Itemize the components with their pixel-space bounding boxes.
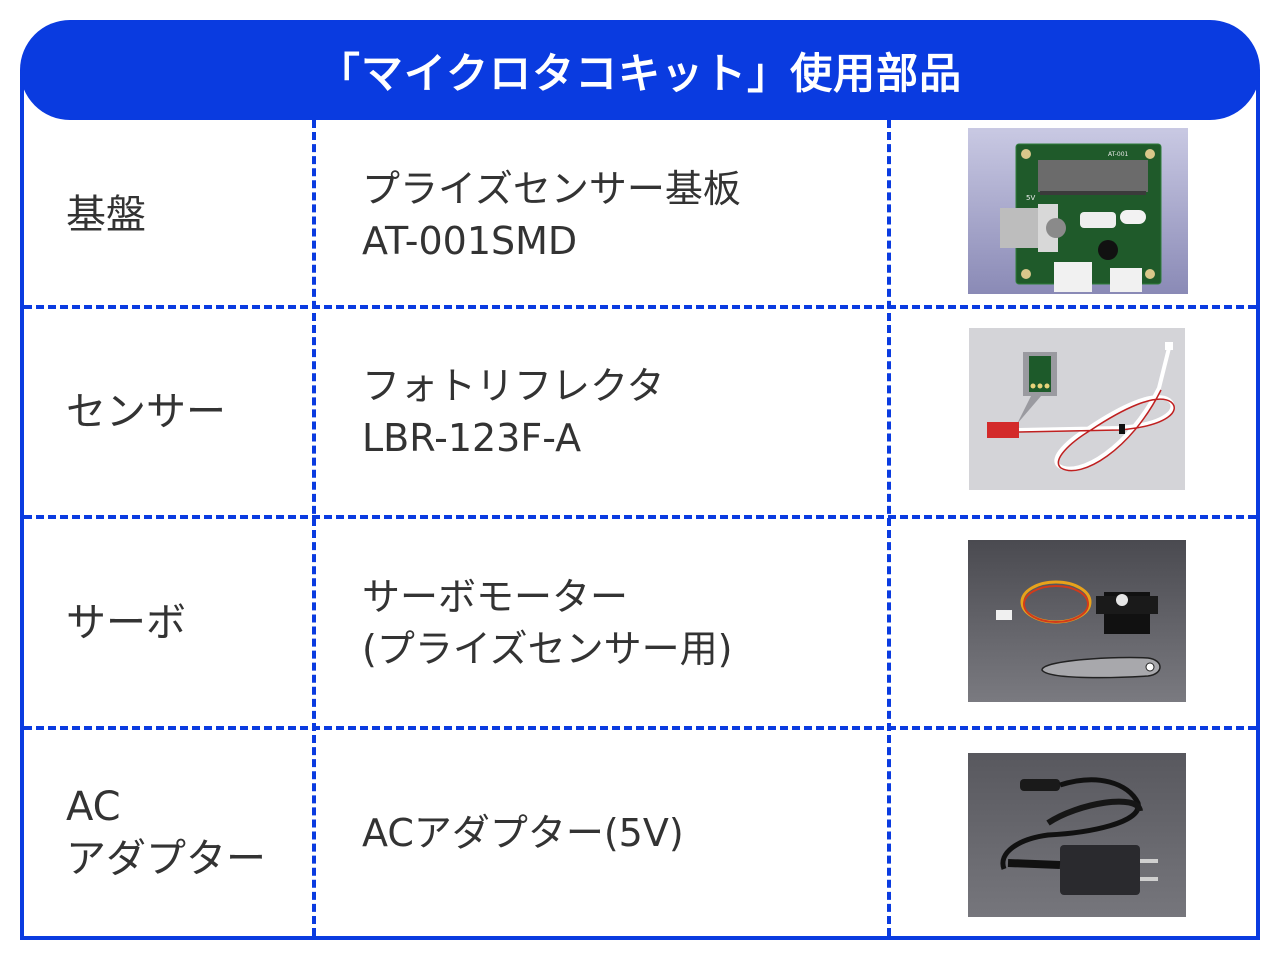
table-row-servo: サーボ xyxy=(24,519,312,726)
table-border xyxy=(20,70,1260,940)
description-cell: プライズセンサー基板 AT-001SMD xyxy=(316,124,887,305)
table-row-ac-adapter: AC アダプター xyxy=(24,730,312,936)
row-divider-3 xyxy=(24,726,1256,730)
svg-text:AT-001: AT-001 xyxy=(1108,151,1129,158)
row-divider-1 xyxy=(24,305,1256,309)
part-description: フォトリフレクタ LBR-123F-A xyxy=(362,364,665,460)
part-description: プライズセンサー基板 AT-001SMD xyxy=(362,166,741,263)
part-description: サーボモーター (プライズセンサー用) xyxy=(362,574,733,671)
column-divider-2 xyxy=(887,120,891,936)
description-cell: サーボモーター (プライズセンサー用) xyxy=(316,519,887,726)
table-row-sensor: センサー xyxy=(24,309,312,515)
pcb-board-photo: AT-001 5V xyxy=(968,128,1188,294)
column-divider-1 xyxy=(312,120,316,936)
row-divider-2 xyxy=(24,515,1256,519)
ac-adapter-photo xyxy=(968,753,1186,917)
category-label: AC アダプター xyxy=(66,784,266,882)
photo-reflector-sensor-photo xyxy=(969,328,1185,490)
description-cell: フォトリフレクタ LBR-123F-A xyxy=(316,309,887,515)
category-label: センサー xyxy=(66,389,226,435)
table-header: 「マイクロタコキット」使用部品 xyxy=(20,20,1260,120)
svg-text:5V: 5V xyxy=(1026,194,1035,202)
page-title: 「マイクロタコキット」使用部品 xyxy=(317,48,963,98)
category-label: 基盤 xyxy=(66,191,146,238)
table-row-board: 基盤 xyxy=(24,124,312,305)
category-label: サーボ xyxy=(66,599,186,646)
servo-motor-photo xyxy=(968,540,1186,702)
description-cell: ACアダプター(5V) xyxy=(316,730,887,936)
part-description: ACアダプター(5V) xyxy=(362,811,684,855)
